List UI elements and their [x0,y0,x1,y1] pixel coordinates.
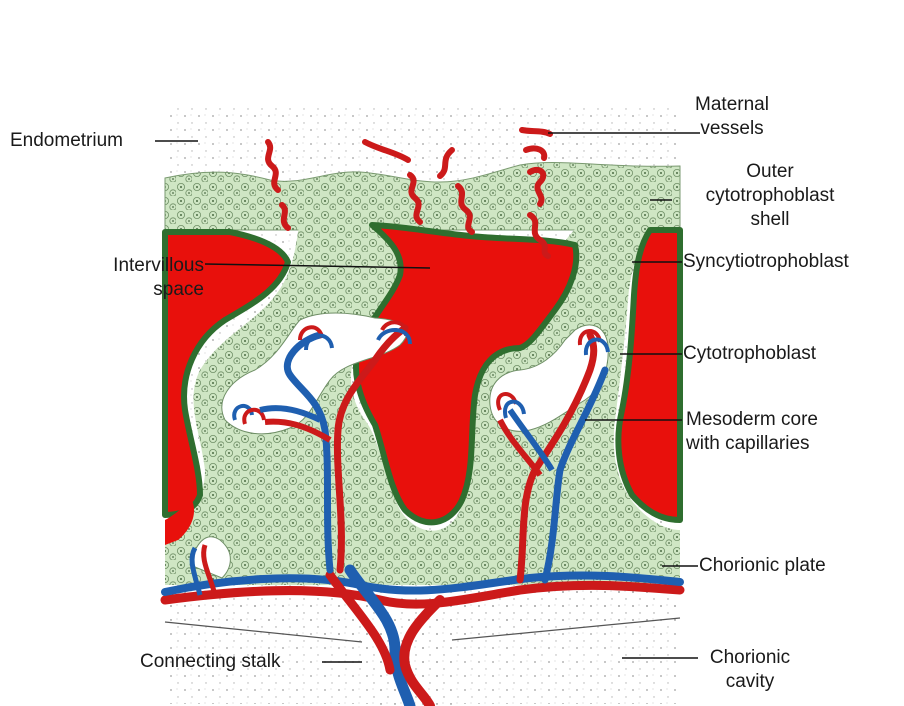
label-mesoderm-core: Mesoderm core with capillaries [686,408,818,456]
label-syncytiotrophoblast: Syncytiotrophoblast [683,250,849,274]
label-maternal-vessels: Maternal vessels [692,93,772,141]
label-outer-cytotrophoblast-shell: Outer cytotrophoblast shell [670,160,870,232]
label-intervillous-space: Intervillous space [92,254,204,302]
label-outer-shell-line1: Outer [670,160,870,184]
label-intervillous-line2: space [92,278,204,302]
label-chorionic-cavity-line2: cavity [695,670,805,694]
label-maternal-vessels-line2: vessels [692,117,772,141]
label-cytotrophoblast: Cytotrophoblast [683,342,816,366]
maternal-vessel-4 [522,130,550,134]
label-mesoderm-line1: Mesoderm core [686,408,818,432]
label-chorionic-cavity-line1: Chorionic [695,646,805,670]
label-connecting-stalk: Connecting stalk [140,650,280,674]
label-intervillous-line1: Intervillous [92,254,204,278]
label-chorionic-plate: Chorionic plate [699,554,826,578]
label-endometrium: Endometrium [10,129,123,153]
maternal-vessel-1b [282,205,288,228]
label-chorionic-cavity: Chorionic cavity [695,646,805,694]
label-mesoderm-line2: with capillaries [686,432,818,456]
label-outer-shell-line2: cytotrophoblast [670,184,870,208]
label-maternal-vessels-line1: Maternal [692,93,772,117]
label-outer-shell-line3: shell [670,208,870,232]
